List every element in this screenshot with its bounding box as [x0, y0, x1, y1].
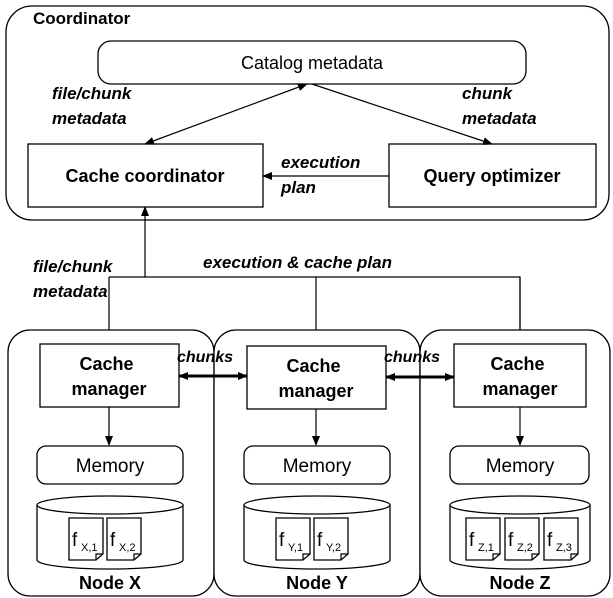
node-x-label: Node X	[79, 573, 141, 593]
file-z1-sub: Z,1	[478, 542, 494, 554]
node-x-memory-box	[36, 445, 184, 485]
node-z-cache-manager-label: Cache manager	[482, 354, 557, 399]
file-x2-sub: X,2	[119, 542, 136, 554]
file-y1-base: f	[279, 530, 285, 551]
file-y2-sub: Y,2	[326, 542, 341, 554]
file-z3-sub: Z,3	[556, 542, 572, 554]
node-x-memory-label: Memory	[76, 456, 145, 477]
file-x2-base: f	[110, 530, 116, 551]
label-chunk-metadata: chunk metadata	[462, 84, 537, 128]
label-file-chunk-metadata-top: file/chunk metadata	[52, 84, 136, 128]
node-z-memory-label: Memory	[486, 456, 555, 477]
file-x1-base: f	[72, 530, 78, 551]
query-optimizer-label: Query optimizer	[423, 166, 560, 186]
file-y1-sub: Y,1	[288, 542, 303, 554]
label-chunks-x-y: chunks	[177, 349, 233, 366]
node-z-memory-box	[449, 445, 590, 485]
node-y-label: Node Y	[286, 573, 348, 593]
coordinator-title: Coordinator	[33, 9, 131, 28]
file-x1-sub: X,1	[81, 542, 98, 554]
arrow-catalog-to-cache-coordinator	[144, 83, 308, 145]
file-y1-icon: f Y,1	[275, 517, 311, 561]
node-x-cache-manager-label: Cache manager	[71, 354, 146, 399]
file-z1-base: f	[469, 530, 475, 551]
file-z3-icon: f Z,3	[543, 517, 579, 561]
file-x2-icon: f X,2	[106, 517, 142, 561]
cache-coordinator-label: Cache coordinator	[65, 166, 224, 186]
file-z3-base: f	[547, 530, 553, 551]
catalog-metadata-label: Catalog metadata	[241, 53, 384, 73]
file-z1-icon: f Z,1	[465, 517, 501, 561]
file-x1-icon: f X,1	[68, 517, 104, 561]
label-file-chunk-metadata-left: file/chunk metadata	[33, 257, 117, 301]
label-chunks-y-z: chunks	[384, 349, 440, 366]
node-y-cache-manager-box	[246, 345, 387, 410]
file-y2-icon: f Y,2	[313, 517, 349, 561]
file-y2-base: f	[317, 530, 323, 551]
node-y-cache-manager-label: Cache manager	[278, 356, 353, 401]
node-z-cache-manager-box	[453, 343, 587, 408]
node-z-label: Node Z	[490, 573, 551, 593]
file-z2-icon: f Z,2	[504, 517, 540, 561]
node-y-memory-box	[243, 445, 391, 485]
arrow-catalog-to-query-optimizer	[311, 83, 493, 145]
node-y-memory-label: Memory	[283, 456, 352, 477]
label-execution-plan: execution plan	[280, 153, 365, 197]
label-execution-cache-plan: execution & cache plan	[203, 253, 392, 272]
file-z2-sub: Z,2	[517, 542, 533, 554]
file-z2-base: f	[508, 530, 514, 551]
